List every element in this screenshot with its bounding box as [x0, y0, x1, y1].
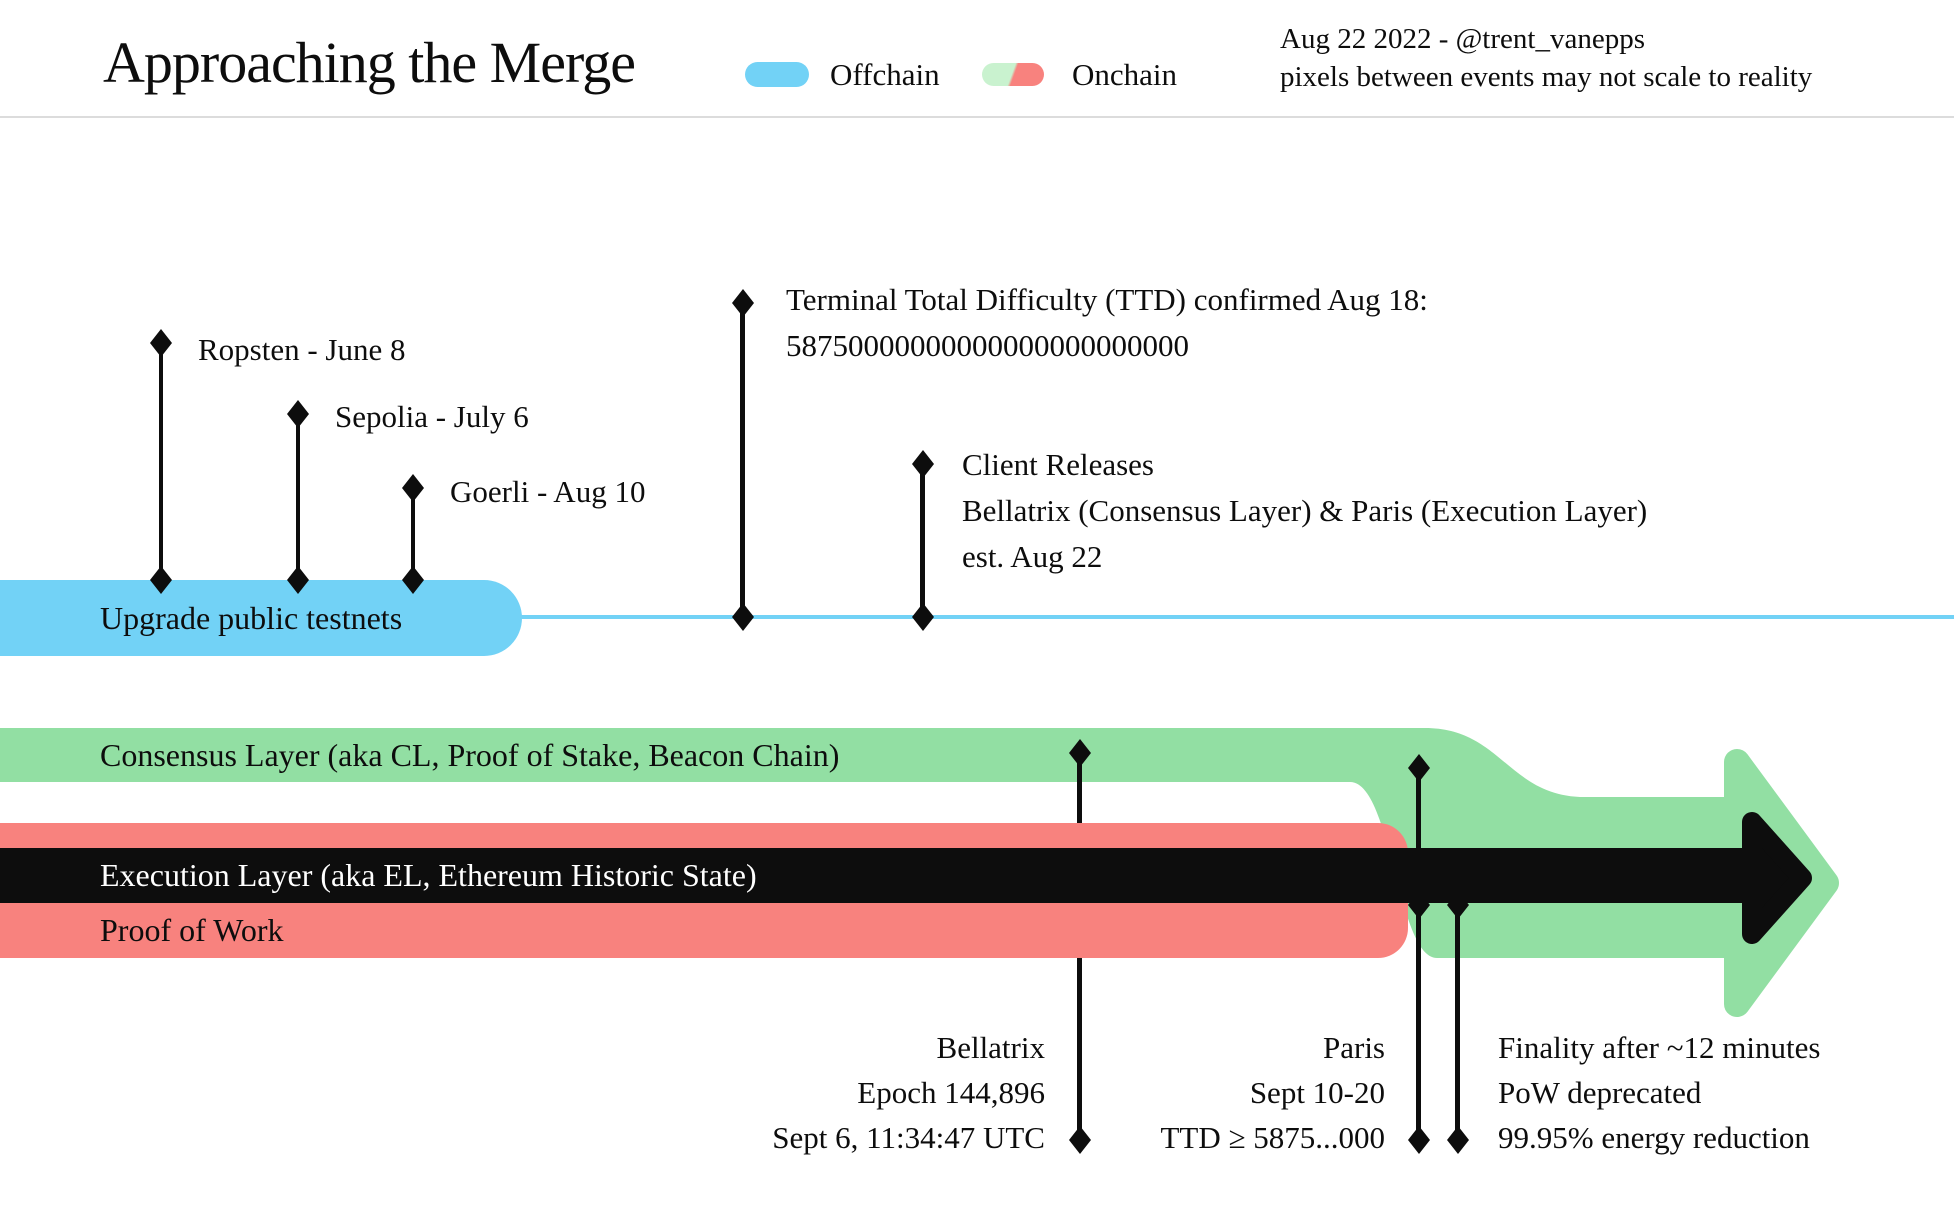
credit-note: Aug 22 2022 - @trent_vanepps pixels betw… [1280, 20, 1812, 96]
goerli-label: Goerli - Aug 10 [450, 474, 646, 509]
client-releases-line-3: est. Aug 22 [962, 539, 1103, 574]
finality-line-2: PoW deprecated [1498, 1075, 1702, 1110]
finality-bottom-diamond-icon [1447, 1126, 1469, 1154]
client-releases-line-1: Client Releases [962, 447, 1154, 482]
ttd-note: Terminal Total Difficulty (TTD) confirme… [786, 277, 1428, 369]
proof-of-work-label: Proof of Work [100, 912, 284, 948]
client-releases-bottom-diamond-icon [912, 603, 934, 631]
ropsten-bottom-diamond-icon [150, 566, 172, 594]
client-releases-marker-line [920, 464, 925, 617]
ropsten-top-diamond-icon [150, 329, 172, 357]
bellatrix-line-1: Bellatrix [936, 1030, 1045, 1065]
offchain-timeline [520, 615, 1954, 619]
goerli-top-diamond-icon [402, 474, 424, 502]
execution-arrowhead-icon [1742, 812, 1812, 944]
onchain-legend-label: Onchain [1072, 57, 1178, 92]
header-divider [0, 116, 1954, 118]
bellatrix-milestone-note: Bellatrix Epoch 144,896 Sept 6, 11:34:47… [745, 1025, 1045, 1160]
paris-marker-line [1416, 768, 1421, 1140]
goerli-bottom-diamond-icon [402, 566, 424, 594]
bellatrix-line-2: Epoch 144,896 [857, 1075, 1045, 1110]
paris-bottom-diamond-icon [1408, 1126, 1430, 1154]
upgrade-testnets-bar [0, 580, 522, 656]
finality-milestone-note: Finality after ~12 minutes PoW deprecate… [1498, 1025, 1928, 1160]
offchain-legend-label: Offchain [830, 57, 940, 92]
paris-top-diamond-icon [1408, 754, 1430, 782]
client-releases-line-2: Bellatrix (Consensus Layer) & Paris (Exe… [962, 493, 1648, 528]
goerli-marker-line [411, 488, 415, 580]
ttd-marker-line [740, 303, 745, 617]
sepolia-bottom-diamond-icon [287, 566, 309, 594]
paris-line-1: Paris [1323, 1030, 1385, 1065]
consensus-layer-label: Consensus Layer (aka CL, Proof of Stake,… [100, 737, 840, 773]
bellatrix-top-diamond-icon [1069, 739, 1091, 767]
onchain-legend-swatch [982, 63, 1044, 86]
page-title: Approaching the Merge [103, 30, 636, 95]
finality-marker-line [1455, 903, 1460, 1140]
ropsten-label: Ropsten - June 8 [198, 332, 406, 367]
paris-milestone-note: Paris Sept 10-20 TTD ≥ 5875...000 [1135, 1025, 1385, 1160]
offchain-legend-swatch [745, 62, 809, 87]
bellatrix-line-3: Sept 6, 11:34:47 UTC [772, 1120, 1045, 1155]
bellatrix-bottom-diamond-icon [1069, 1126, 1091, 1154]
ttd-note-line-1: Terminal Total Difficulty (TTD) confirme… [786, 282, 1428, 317]
client-releases-top-diamond-icon [912, 450, 934, 478]
ttd-bottom-diamond-icon [732, 603, 754, 631]
credit-line-1: Aug 22 2022 - @trent_vanepps [1280, 23, 1645, 55]
ropsten-marker-line [159, 343, 163, 580]
sepolia-label: Sepolia - July 6 [335, 399, 529, 434]
finality-line-1: Finality after ~12 minutes [1498, 1030, 1821, 1065]
paris-line-2: Sept 10-20 [1249, 1075, 1385, 1110]
execution-layer-arrow-body [0, 848, 1755, 903]
client-releases-note: Client Releases Bellatrix (Consensus Lay… [962, 442, 1647, 580]
sepolia-marker-line [296, 414, 300, 580]
credit-line-2: pixels between events may not scale to r… [1280, 61, 1813, 93]
upgrade-testnets-label: Upgrade public testnets [100, 600, 403, 636]
sepolia-top-diamond-icon [287, 400, 309, 428]
finality-line-3: 99.95% energy reduction [1498, 1120, 1810, 1155]
ttd-note-line-2: 58750000000000000000000000 [786, 328, 1189, 363]
ttd-top-diamond-icon [732, 289, 754, 317]
execution-layer-label: Execution Layer (aka EL, Ethereum Histor… [100, 857, 757, 893]
paris-line-3: TTD ≥ 5875...000 [1160, 1120, 1385, 1155]
